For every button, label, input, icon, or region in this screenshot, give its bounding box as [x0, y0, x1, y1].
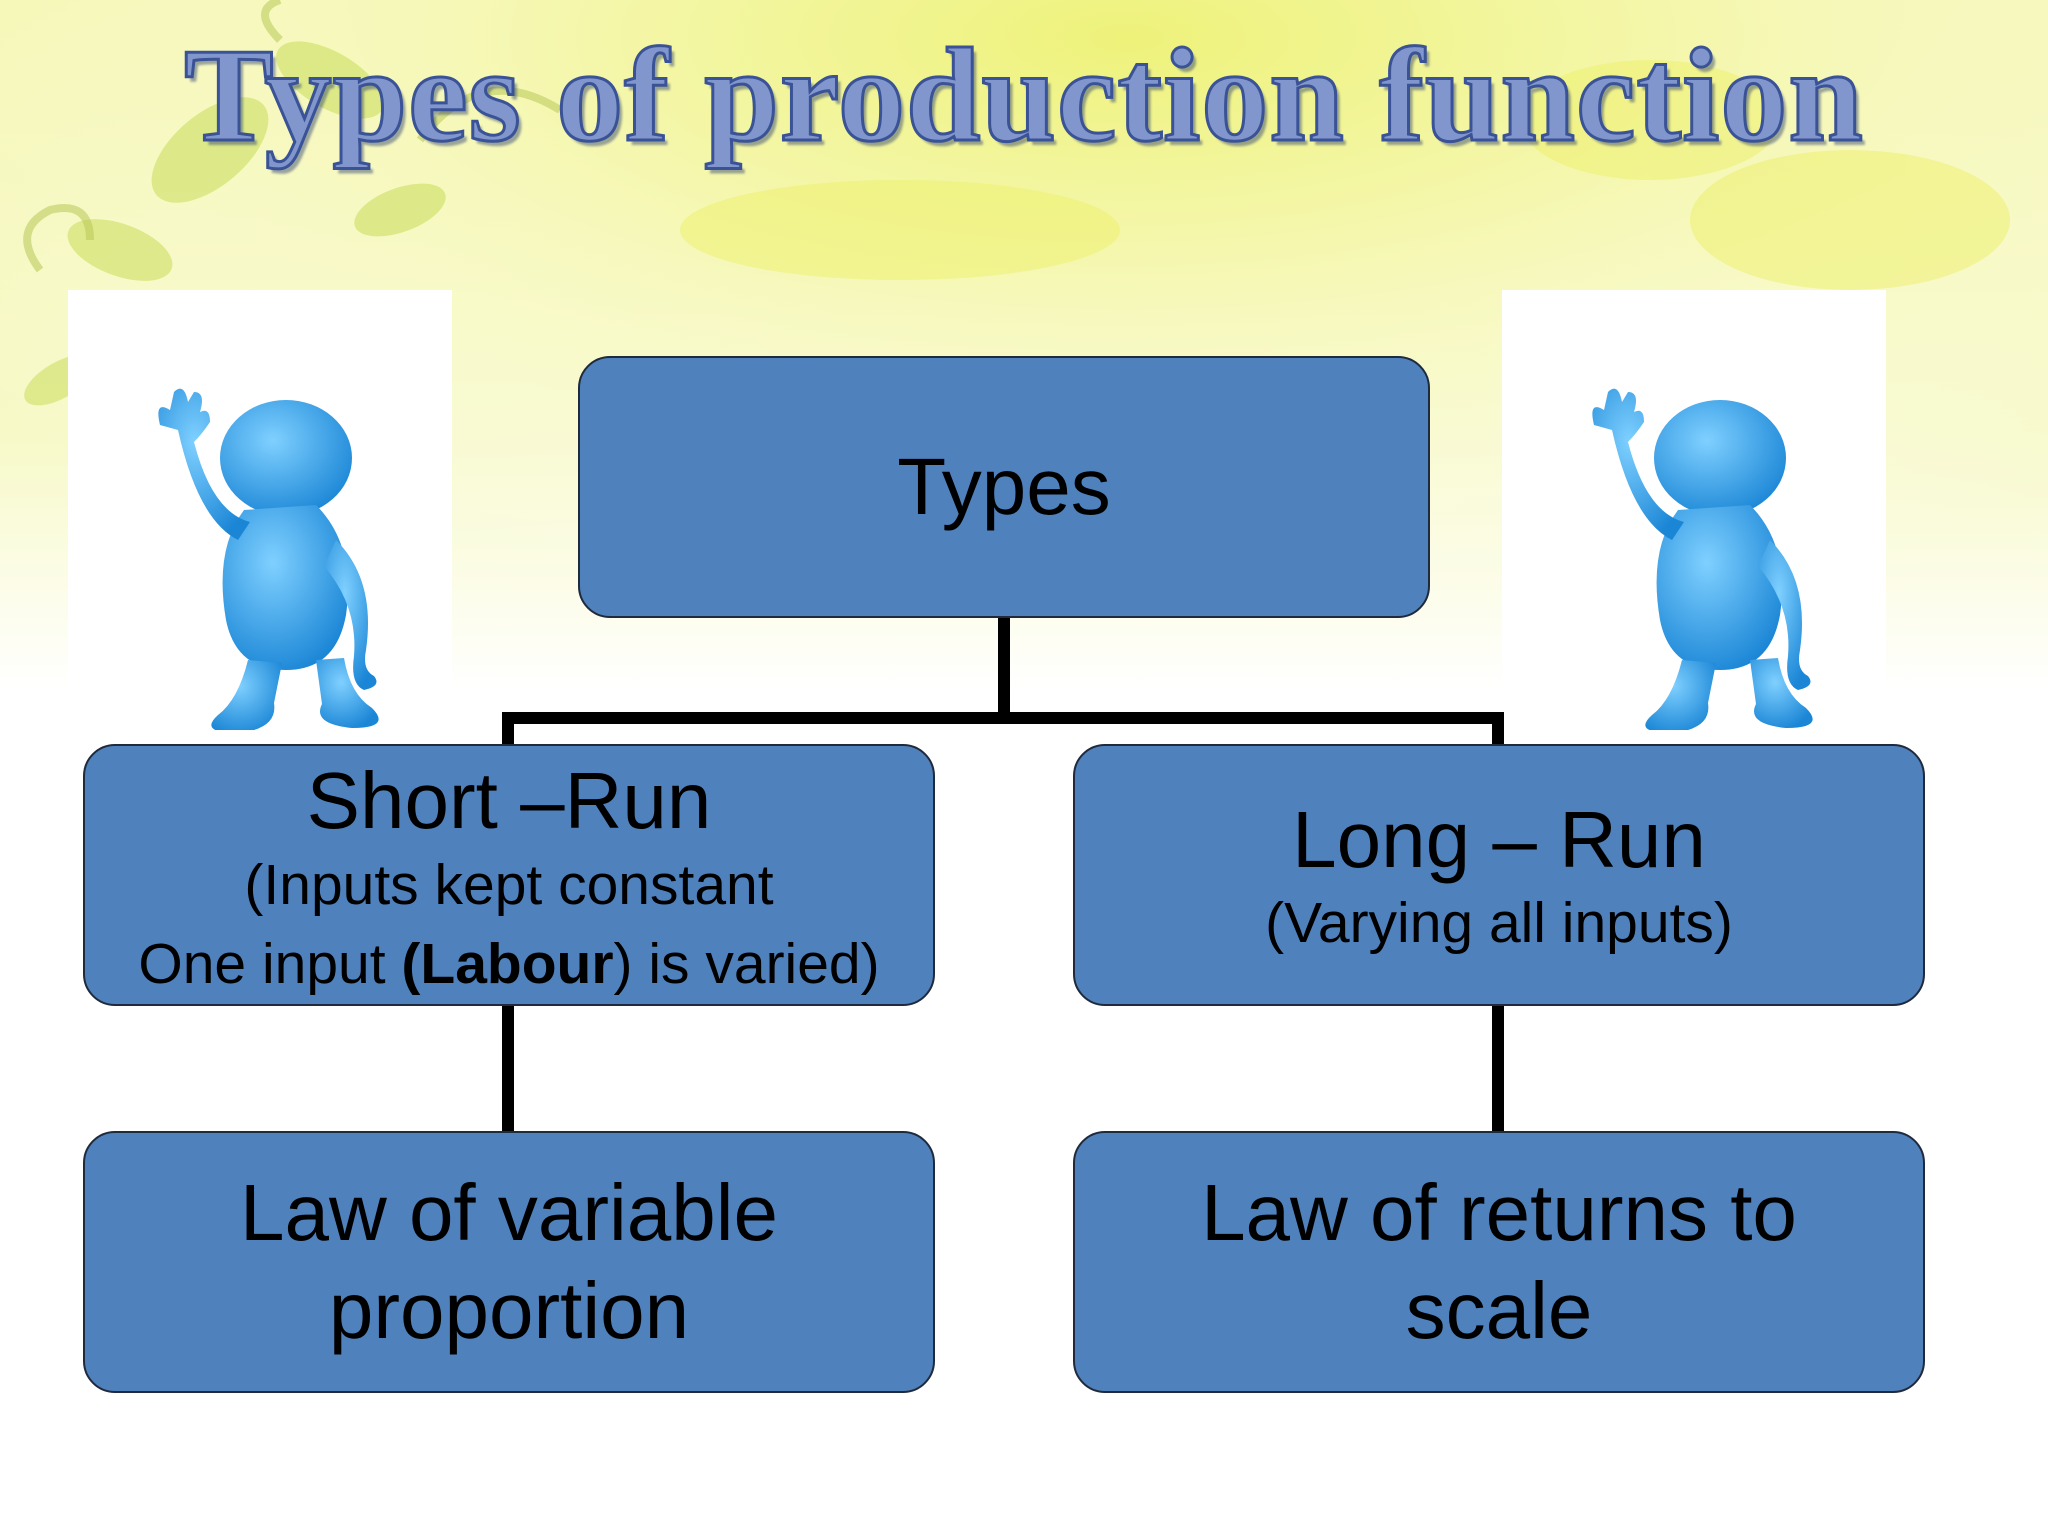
law-variable-line2: proportion: [328, 1266, 690, 1355]
types-node: Types: [578, 356, 1430, 618]
short-run-line3-bold: Labour: [420, 931, 614, 996]
slide-title: Types of production function: [183, 19, 1865, 170]
short-run-line3-suffix: ) is varied): [613, 931, 880, 996]
law-returns-to-scale-node: Law of returns to scale: [1073, 1131, 1925, 1393]
long-run-node: Long – Run (Varying all inputs): [1073, 744, 1925, 1006]
long-run-heading: Long – Run: [1292, 794, 1706, 884]
left-figure-panel: [68, 290, 452, 730]
waving-person-icon: [158, 388, 379, 730]
long-run-line2: (Varying all inputs): [1265, 891, 1733, 956]
right-figure-panel: [1502, 290, 1886, 730]
types-label: Types: [897, 442, 1111, 532]
waving-person-icon: [1592, 388, 1813, 730]
short-run-line3: One input (Labour) is varied): [85, 929, 933, 1000]
short-run-node: Short –Run (Inputs kept constant One inp…: [83, 744, 935, 1006]
short-run-heading: Short –Run: [306, 756, 712, 845]
short-run-line2: (Inputs kept constant: [244, 852, 774, 917]
law-returns-line1: Law of returns to: [1201, 1168, 1797, 1258]
law-returns-line2: scale: [1405, 1266, 1593, 1355]
short-run-line3-prefix: One input: [138, 931, 402, 996]
short-run-line3-open: (: [401, 931, 421, 996]
law-variable-line1: Law of variable: [239, 1168, 779, 1258]
law-variable-proportion-node: Law of variable proportion: [83, 1131, 935, 1393]
